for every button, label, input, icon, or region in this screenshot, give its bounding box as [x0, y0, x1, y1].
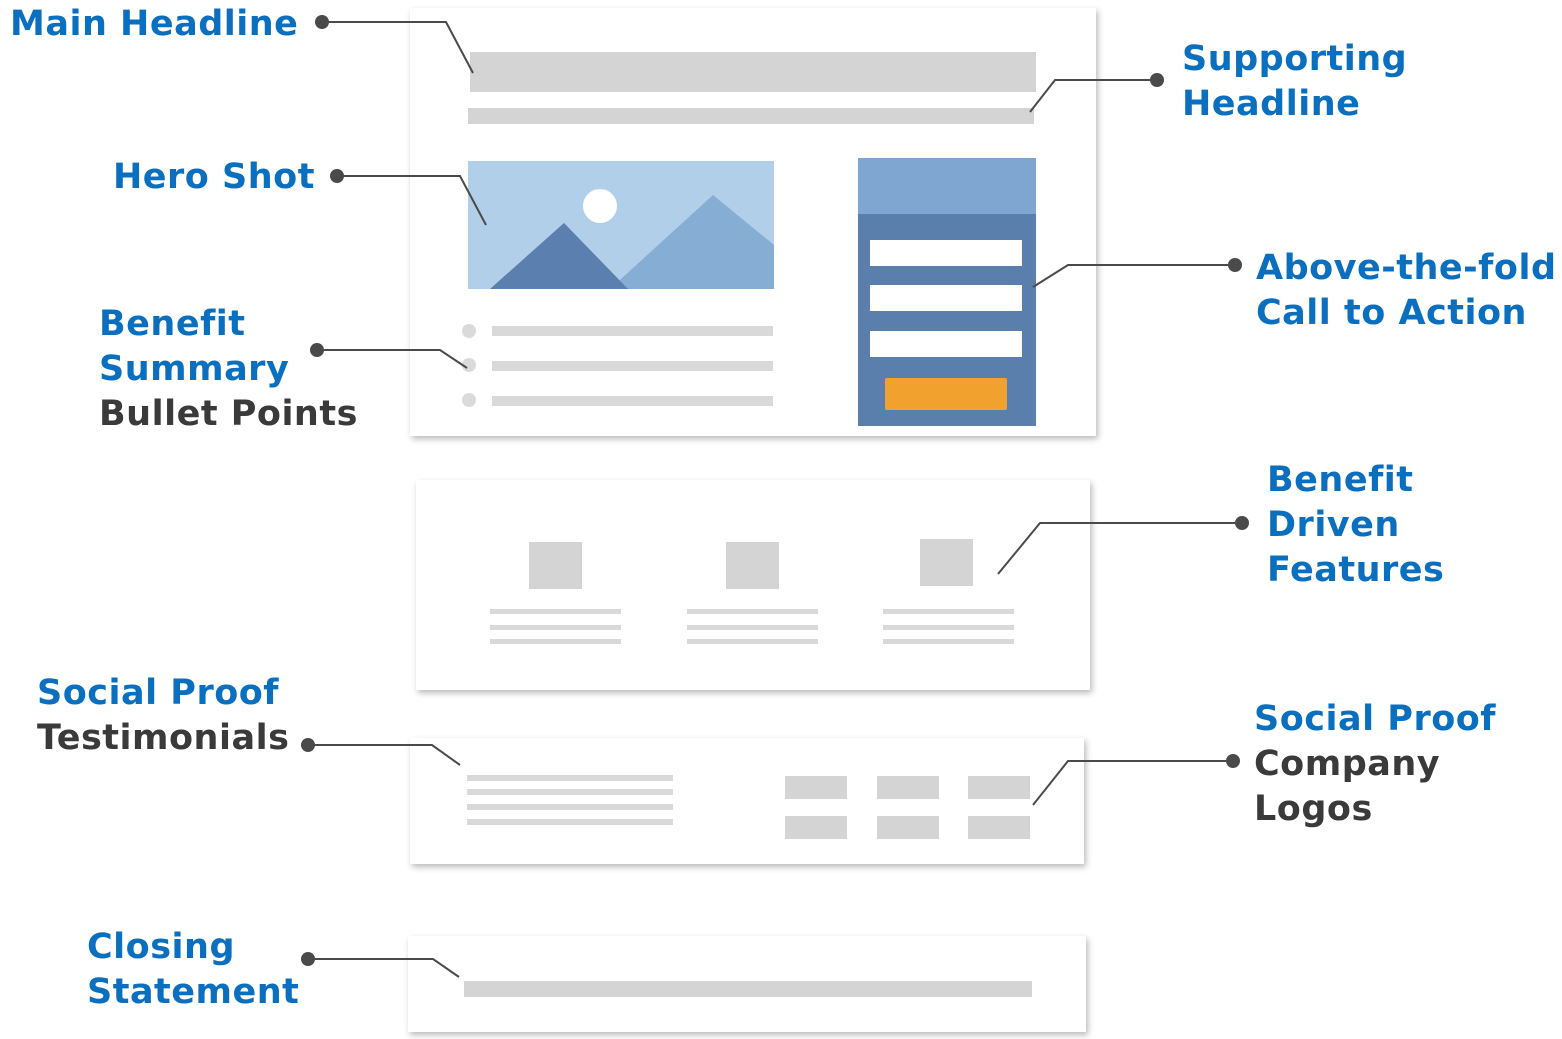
company-logo: [877, 776, 939, 799]
connector-logos: [1032, 760, 1233, 806]
feature-text-line: [687, 625, 818, 630]
company-logo: [968, 776, 1030, 799]
feature-icon: [529, 542, 582, 589]
label-features-line-1: Benefit: [1267, 460, 1414, 500]
connector-dot: [330, 169, 344, 183]
bullet-dot: [462, 358, 476, 372]
bullet-dot: [462, 324, 476, 338]
feature-text-line: [883, 639, 1014, 644]
bullet-dot: [462, 393, 476, 407]
label-cta-line-2: Call to Action: [1256, 293, 1527, 333]
connector-dot: [1150, 73, 1164, 87]
connector-dot: [1235, 516, 1249, 530]
feature-text-line: [490, 639, 621, 644]
testimonial-line: [467, 775, 673, 781]
label-testimonials-line-1: Social Proof: [37, 673, 280, 713]
connector-dot: [301, 952, 315, 966]
feature-text-line: [883, 625, 1014, 630]
label-benefit-summary-line-1: Benefit: [99, 304, 246, 344]
label-benefit-summary-line-2: Summary: [99, 349, 290, 389]
feature-icon: [920, 539, 973, 586]
main-headline-placeholder: [470, 52, 1036, 92]
feature-text-line: [687, 639, 818, 644]
form-field: [870, 285, 1022, 311]
closing-panel: [408, 936, 1086, 1032]
label-features-line-3: Features: [1267, 550, 1445, 590]
connector-testimonials: [308, 744, 461, 766]
connector-dot: [301, 738, 315, 752]
label-benefit-features: Benefit Driven Features: [1267, 458, 1444, 593]
label-supporting-headline: Supporting Headline: [1182, 37, 1407, 127]
connector-dot: [1228, 258, 1242, 272]
label-hero-shot-text: Hero Shot: [113, 157, 315, 197]
landscape-image-icon: [468, 161, 774, 289]
social-proof-panel: [410, 738, 1084, 864]
testimonial-line: [467, 789, 673, 795]
label-main-headline: Main Headline: [10, 2, 298, 47]
bullet-line: [492, 396, 773, 406]
connector-supporting-headline: [1029, 79, 1157, 113]
label-social-testimonials: Social Proof Testimonials: [37, 671, 289, 761]
form-field: [870, 331, 1022, 357]
connector-main-headline: [322, 21, 474, 74]
label-features-line-2: Driven: [1267, 505, 1400, 545]
feature-icon: [726, 542, 779, 589]
label-supporting-line-2: Headline: [1182, 84, 1361, 124]
company-logo: [785, 776, 847, 799]
hero-section-panel: [410, 8, 1096, 436]
connector-benefit-summary: [317, 349, 468, 369]
connector-closing: [308, 958, 460, 978]
form-field: [870, 240, 1022, 266]
label-testimonials-sub: Testimonials: [37, 718, 290, 758]
label-above-fold-cta: Above-the-fold Call to Action: [1256, 246, 1557, 336]
supporting-headline-placeholder: [468, 108, 1034, 124]
bullet-line: [492, 326, 773, 336]
label-benefit-summary: Benefit Summary Bullet Points: [99, 302, 358, 437]
label-logos-sub-2: Logos: [1254, 789, 1373, 829]
feature-text-line: [883, 609, 1014, 614]
feature-text-line: [490, 625, 621, 630]
cta-form-header: [858, 158, 1036, 214]
company-logo: [968, 816, 1030, 839]
connector-dot: [1226, 754, 1240, 768]
label-closing: Closing Statement: [87, 925, 299, 1015]
label-closing-line-2: Statement: [87, 972, 300, 1012]
testimonial-line: [467, 819, 673, 825]
label-cta-line-1: Above-the-fold: [1256, 248, 1557, 288]
closing-statement-placeholder: [464, 981, 1032, 997]
feature-text-line: [687, 609, 818, 614]
label-hero-shot: Hero Shot: [113, 155, 315, 200]
features-panel: [416, 480, 1090, 690]
connector-dot: [310, 343, 324, 357]
connector-hero-shot: [337, 175, 487, 226]
bullet-line: [492, 361, 773, 371]
feature-text-line: [490, 609, 621, 614]
cta-button: [885, 378, 1007, 410]
label-closing-line-1: Closing: [87, 927, 236, 967]
label-supporting-line-1: Supporting: [1182, 39, 1408, 79]
label-social-logos: Social Proof Company Logos: [1254, 697, 1496, 832]
company-logo: [877, 816, 939, 839]
connector-cta: [1032, 264, 1235, 288]
company-logo: [785, 816, 847, 839]
label-main-headline-text: Main Headline: [10, 4, 299, 44]
connector-dot: [315, 15, 329, 29]
testimonial-line: [467, 804, 673, 810]
label-logos-line-1: Social Proof: [1254, 699, 1497, 739]
label-logos-sub-1: Company: [1254, 744, 1441, 784]
cta-form: [858, 158, 1036, 426]
connector-features: [997, 522, 1242, 575]
label-benefit-summary-sub: Bullet Points: [99, 394, 358, 434]
